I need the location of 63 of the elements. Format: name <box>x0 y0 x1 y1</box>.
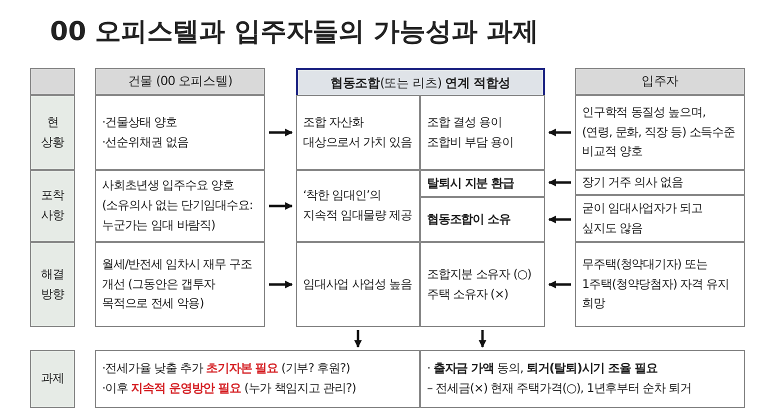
fit-panel <box>296 68 545 327</box>
table-cell <box>296 170 420 242</box>
row-header <box>30 95 75 170</box>
cell-text: 월세/반전세 임차시 재무 구조 개선 (그동안은 갭투자 목적으로 전세 악용) <box>102 256 253 312</box>
cell-text: ‘착한 임대인’의 지속적 임대물량 제공 <box>303 187 413 224</box>
column-header <box>95 68 265 95</box>
cell-text: 주택 소유자 (×) <box>427 286 510 302</box>
arrow <box>548 128 571 136</box>
cell-text: 탈퇴시 지분 환급 <box>427 174 515 192</box>
cell-text: 포착 사항 <box>40 187 66 224</box>
arrow <box>548 280 571 288</box>
cell-text: 현 상황 <box>40 114 66 150</box>
cell-text: 건물 (00 오피스텔) <box>128 72 232 90</box>
diagram-title: 00 오피스텔과 입주자들의 가능성과 과제 <box>50 16 538 49</box>
cell-text: ·전세가율 낮출 추가 초기자본 필요 (기부? 후원?) <box>102 360 351 378</box>
arrow <box>269 280 293 288</box>
table-cell <box>296 95 420 170</box>
panel-heading: 협동조합(또는 리츠) 연계 적합성 <box>298 70 543 96</box>
arrow <box>478 330 486 348</box>
table-cell <box>575 170 745 195</box>
cell-text: 해결 방향 <box>40 266 66 302</box>
row-header <box>30 242 75 327</box>
cell-text: ·이후 지속적 운영방안 필요 (누가 책임지고 관리?) <box>102 380 357 397</box>
cell-text: ·건물상태 양호 <box>102 114 178 131</box>
cell-text: 조합지분 소유자 (○) <box>427 266 532 283</box>
cell-text: 임대사업 사업성 높음 <box>303 276 413 293</box>
arrow <box>269 128 293 136</box>
header-cell <box>30 68 75 95</box>
row-header <box>30 350 75 408</box>
table-cell <box>575 95 745 170</box>
table-cell <box>420 350 745 408</box>
cell-text: 입주자 <box>641 72 679 90</box>
table-cell <box>95 170 265 242</box>
cell-text: 무주택(청약대기자) 또는 1주택(청약당첨자) 자격 유지 희망 <box>582 256 730 312</box>
cell-text: – 전세금(×) 현재 주택가격(○), 1년후부터 순차 퇴거 <box>427 380 692 397</box>
cell-text: 조합 결성 용이 <box>427 114 503 131</box>
arrow <box>548 178 571 186</box>
table-cell <box>420 95 545 170</box>
table-cell <box>575 195 745 242</box>
column-header <box>575 68 745 95</box>
cell-text: · 출자금 가액 동의, 퇴거(탈퇴)시기 조율 필요 <box>427 360 658 378</box>
cell-text: 굳이 임대사업자가 되고 싶지도 않음 <box>582 200 704 236</box>
table-cell <box>420 242 545 327</box>
cell-text: 과제 <box>41 370 64 388</box>
cell-text: 인구학적 동질성 높으며, (연령, 문화, 직장 등) 소득수준 비교적 양호 <box>582 104 736 160</box>
arrow <box>354 330 362 348</box>
cell-text: 협동조합이 소유 <box>427 210 512 228</box>
table-cell <box>95 350 420 408</box>
table-cell <box>95 242 265 327</box>
cell-text: 조합 자산화 대상으로서 가치 있음 <box>303 114 413 150</box>
arrow <box>269 202 293 210</box>
table-cell <box>296 242 420 327</box>
cell-text: 장기 거주 의사 없음 <box>582 174 684 191</box>
row-header <box>30 170 75 242</box>
cell-text: (소유의사 없는 단기임대수요: 누군가는 임대 바람직) <box>102 197 254 234</box>
table-cell <box>420 170 545 197</box>
table-cell <box>575 242 745 327</box>
table-cell <box>420 197 545 242</box>
arrow <box>548 216 571 224</box>
table-cell <box>95 95 265 170</box>
cell-text: ·선순위채권 없음 <box>102 134 190 150</box>
cell-text: 조합비 부담 용이 <box>427 134 514 150</box>
cell-text: 사회초년생 입주수요 양호 <box>102 177 235 194</box>
